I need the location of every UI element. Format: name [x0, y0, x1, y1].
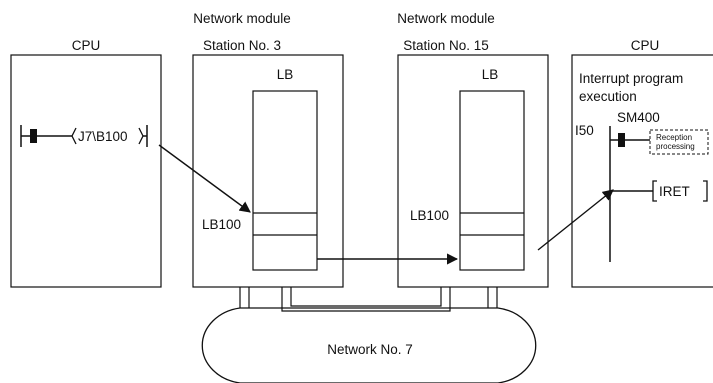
station-a-lb-label: LB100 — [202, 217, 241, 232]
iret-label: IRET — [659, 184, 690, 199]
arrow-cpu-to-station-a — [158, 144, 251, 213]
station-b-subtitle: Station No. 15 — [403, 38, 489, 53]
network-cloud — [201, 307, 537, 383]
contact-icon — [618, 133, 625, 147]
station-a-title: Network module — [193, 11, 291, 26]
station-a-frame — [192, 54, 344, 288]
interrupt-pointer: I50 — [575, 123, 594, 138]
left-instruction: J7\B100 — [78, 129, 128, 144]
station-a-lb-header: LB — [277, 67, 294, 82]
station-b-frame — [397, 54, 549, 288]
network-label: Network No. 7 — [327, 342, 413, 357]
station-b-lb-table — [459, 90, 525, 271]
left-cpu-frame — [10, 54, 162, 288]
station-b-block: Network module Station No. 15 LB LB100 — [397, 11, 549, 288]
reception-line1: Reception — [656, 133, 692, 142]
station-a-lb-table — [252, 90, 318, 271]
right-cpu-title: CPU — [631, 38, 660, 53]
right-cpu-block: CPU Interrupt program execution I50 SM40… — [571, 38, 713, 288]
station-b-lb-header: LB — [482, 67, 499, 82]
station-a-block: Network module Station No. 3 LB LB100 — [192, 11, 344, 288]
contact-sm400-label: SM400 — [617, 110, 660, 125]
iret-close-bracket-icon — [703, 180, 708, 202]
station-b-lb-label: LB100 — [410, 208, 449, 223]
coil-close-icon — [138, 127, 144, 145]
contact-icon — [30, 129, 37, 143]
coil-open-icon — [71, 127, 77, 145]
left-cpu-title: CPU — [72, 38, 101, 53]
reception-processing-box — [649, 129, 709, 155]
right-cpu-heading-line2: execution — [579, 89, 637, 104]
station-a-subtitle: Station No. 3 — [203, 38, 281, 53]
right-cpu-heading-line1: Interrupt program — [579, 71, 683, 86]
reception-line2: processing — [656, 142, 695, 151]
left-cpu-block: CPU J7\B100 — [10, 38, 162, 288]
right-ladder: Reception processing IRET — [609, 126, 709, 262]
left-ladder-rung: J7\B100 — [20, 125, 148, 147]
station-b-title: Network module — [397, 11, 495, 26]
iret-open-bracket-icon — [652, 180, 657, 202]
arrow-station-b-to-cpu — [537, 189, 614, 251]
right-cpu-frame — [571, 54, 713, 288]
network-cable — [239, 287, 498, 312]
